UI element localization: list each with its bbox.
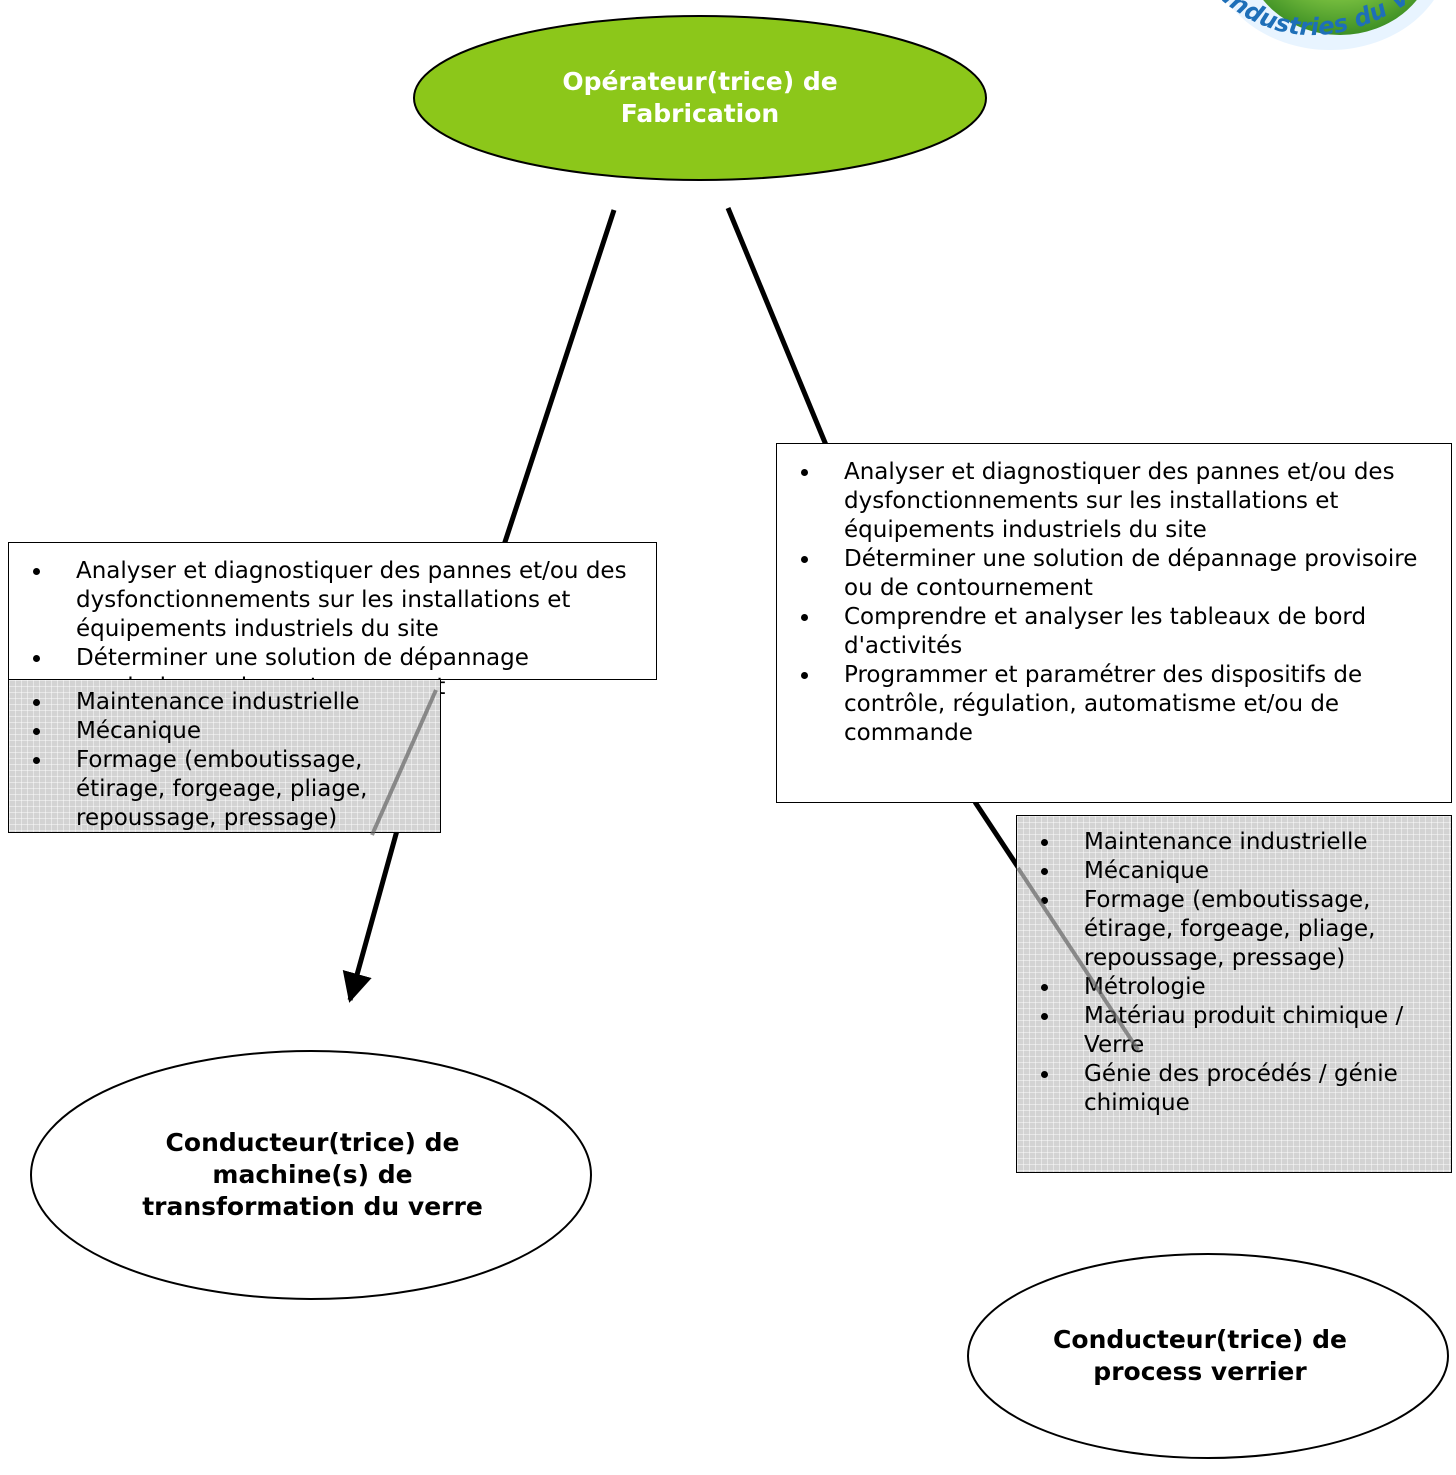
left-activities-list: Analyser et diagnostiquer des pannes et/… — [9, 557, 644, 702]
left-activities-box: Analyser et diagnostiquer des pannes et/… — [8, 542, 657, 700]
list-item: Analyser et diagnostiquer des pannes et/… — [777, 458, 1433, 545]
left-skills-list: Maintenance industrielle Mécanique Forma… — [9, 688, 430, 833]
right-skills-box: Maintenance industrielle Mécanique Forma… — [1016, 815, 1452, 1173]
right-activities-list: Analyser et diagnostiquer des pannes et/… — [777, 458, 1433, 748]
node-operateur-shape — [413, 15, 987, 181]
left-skills-box: Maintenance industrielle Mécanique Forma… — [8, 679, 441, 833]
list-item: Déterminer une solution de dépannage pro… — [777, 545, 1433, 603]
logo: Industries du Verre — [1180, 0, 1448, 50]
connector-top-left — [501, 209, 617, 546]
list-item: Matériau produit chimique / Verre — [1017, 1002, 1441, 1060]
list-item: Maintenance industrielle — [1017, 828, 1441, 857]
node-conducteur-process-shape — [967, 1253, 1449, 1459]
connector-top-right — [725, 207, 829, 446]
list-item: Génie des procédés / génie chimique — [1017, 1060, 1441, 1118]
list-item: Programmer et paramétrer des dispositifs… — [777, 661, 1433, 748]
list-item: Mécanique — [1017, 857, 1441, 886]
right-activities-box: Analyser et diagnostiquer des pannes et/… — [776, 443, 1452, 803]
list-item: Formage (emboutissage, étirage, forgeage… — [9, 746, 430, 833]
list-item: Mécanique — [9, 717, 430, 746]
list-item: Formage (emboutissage, étirage, forgeage… — [1017, 886, 1441, 973]
right-skills-list: Maintenance industrielle Mécanique Forma… — [1017, 828, 1441, 1118]
list-item: Maintenance industrielle — [9, 688, 430, 717]
node-conducteur-machine-shape — [30, 1050, 592, 1300]
list-item: Métrologie — [1017, 973, 1441, 1002]
list-item: Comprendre et analyser les tableaux de b… — [777, 603, 1433, 661]
list-item: Analyser et diagnostiquer des pannes et/… — [9, 557, 644, 644]
